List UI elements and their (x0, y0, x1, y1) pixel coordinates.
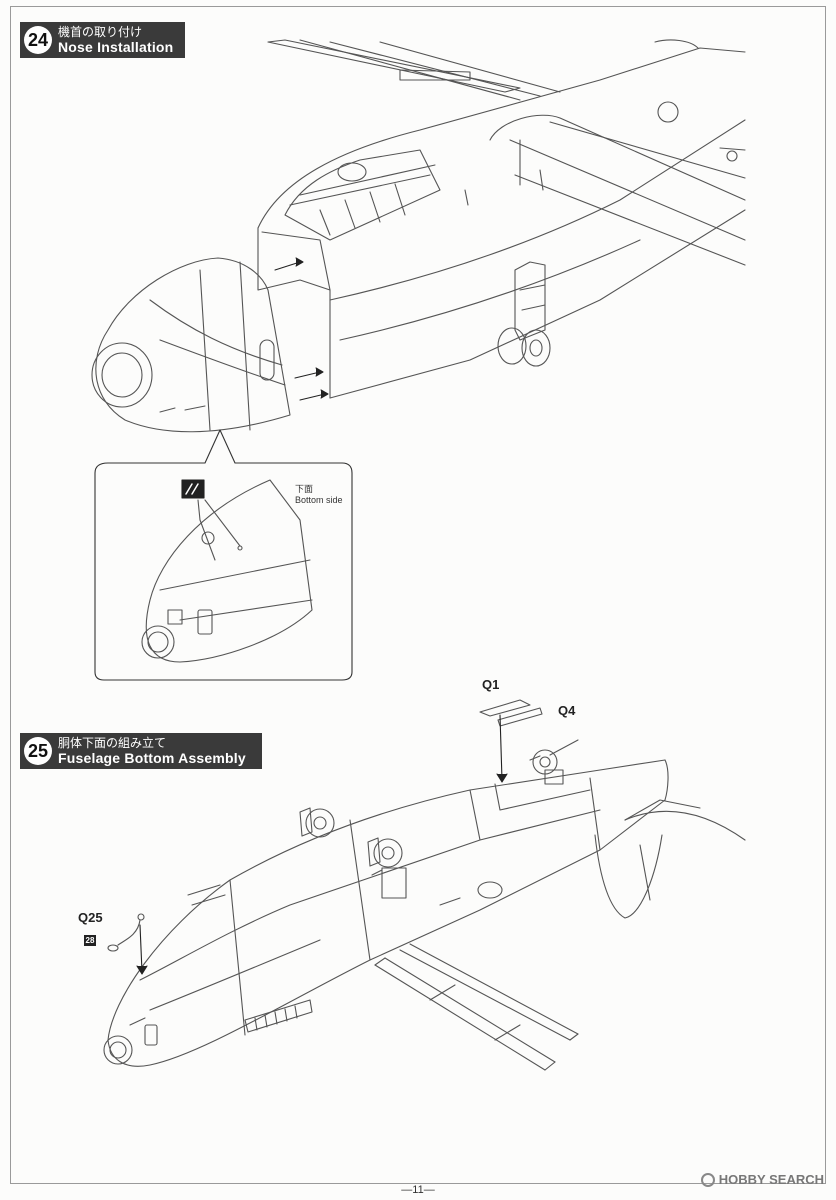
paint-ref-28: 28 (84, 935, 96, 946)
step-24-title-en: Nose Installation (58, 39, 174, 55)
bottom-side-callout (94, 429, 353, 681)
step-24-number: 24 (24, 26, 52, 54)
step-25-title: 胴体下面の組み立て Fuselage Bottom Assembly (58, 736, 246, 766)
bottom-view-icon (181, 479, 205, 499)
part-q1-label: Q1 (482, 677, 500, 692)
step24-fuselage (91, 39, 746, 433)
step-25-title-en: Fuselage Bottom Assembly (58, 750, 246, 766)
step-24-title-jp: 機首の取り付け (58, 25, 143, 39)
part-q25-label: Q25 (78, 910, 103, 925)
watermark-icon (700, 1172, 715, 1187)
callout-label: 下面 Bottom side (295, 484, 343, 506)
watermark: HOBBY SEARCH (700, 1172, 824, 1187)
step-24-title: 機首の取り付け Nose Installation (58, 25, 173, 55)
part-q4-label: Q4 (558, 703, 576, 718)
page-number: —11— (401, 1184, 435, 1196)
step-25-number: 25 (24, 737, 52, 765)
step-25-title-jp: 胴体下面の組み立て (58, 736, 167, 750)
step-25-header: 25 胴体下面の組み立て Fuselage Bottom Assembly (20, 733, 262, 769)
step25-fuselage (103, 699, 746, 1071)
step-24-header: 24 機首の取り付け Nose Installation (20, 22, 185, 58)
page-frame (10, 6, 826, 1184)
watermark-text: HOBBY SEARCH (718, 1172, 824, 1187)
callout-label-en: Bottom side (295, 495, 343, 505)
callout-label-jp: 下面 (295, 484, 314, 494)
